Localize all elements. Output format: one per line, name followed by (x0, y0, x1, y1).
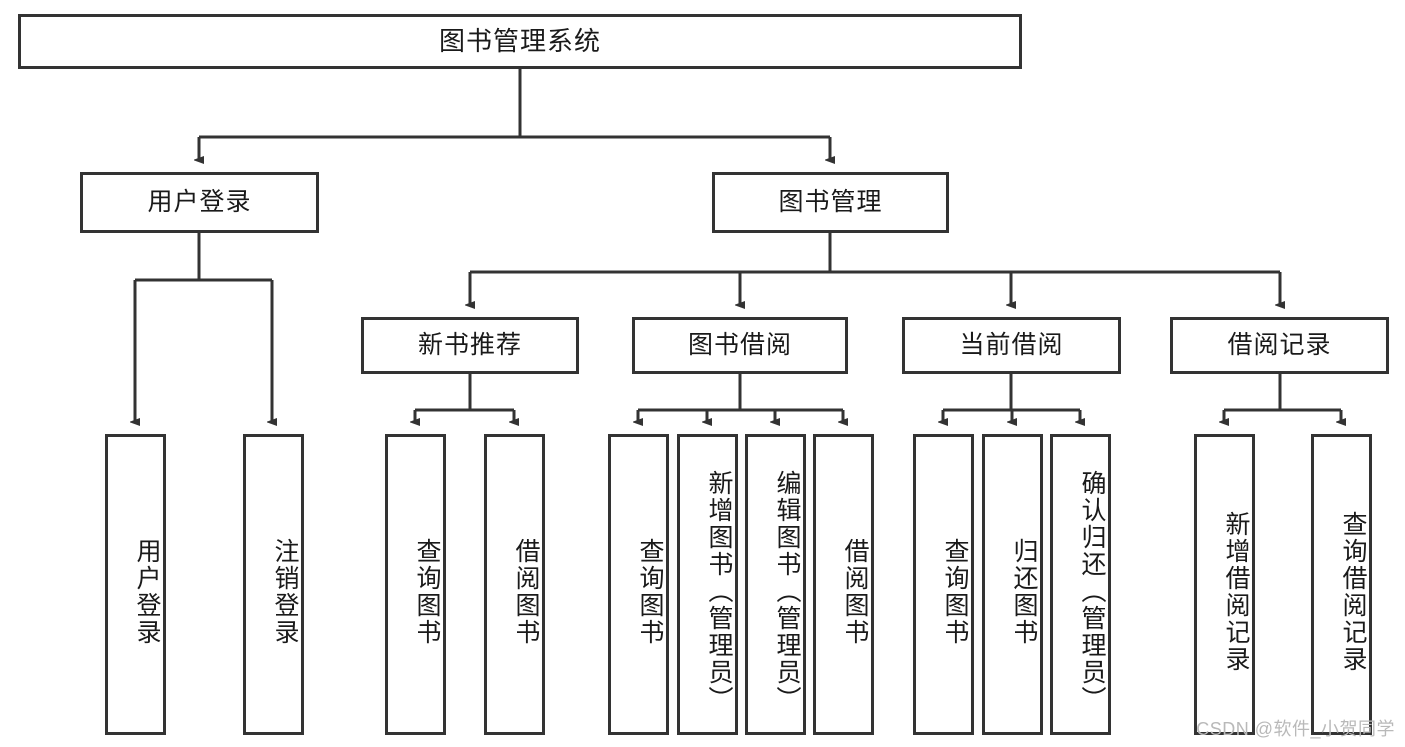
node-label: 新增借阅记录 (1222, 510, 1250, 673)
leaf-query-book-borrow[interactable]: 查询图书 (608, 434, 669, 735)
node-label: 借阅图书 (512, 537, 540, 646)
node-label: 新书推荐 (417, 330, 522, 359)
node-label: 新增图书（管理员） (705, 470, 733, 713)
node-label: 查询图书 (413, 537, 441, 646)
node-label: 借阅图书 (841, 537, 869, 646)
leaf-return-book[interactable]: 归还图书 (982, 434, 1043, 735)
node-label: 用户登录 (133, 537, 161, 646)
watermark: CSDN @软件_小贺同学 (1196, 719, 1395, 739)
leaf-add-book-admin[interactable]: 新增图书（管理员） (677, 434, 738, 735)
leaf-add-borrow-record[interactable]: 新增借阅记录 (1194, 434, 1255, 735)
node-book-borrow[interactable]: 图书借阅 (632, 317, 848, 374)
node-new-book-recommend[interactable]: 新书推荐 (361, 317, 579, 374)
node-label: 查询借阅记录 (1339, 510, 1367, 673)
node-user-login[interactable]: 用户登录 (80, 172, 319, 233)
leaf-borrow-book-recommend[interactable]: 借阅图书 (484, 434, 545, 735)
node-label: 图书管理系统 (438, 25, 601, 56)
node-label: 图书管理 (778, 187, 883, 216)
node-label: 编辑图书（管理员） (773, 470, 801, 713)
node-label: 借阅记录 (1227, 330, 1332, 359)
node-label: 归还图书 (1010, 537, 1038, 646)
node-label: 注销登录 (271, 537, 299, 646)
node-current-borrow[interactable]: 当前借阅 (902, 317, 1121, 374)
leaf-query-book-current[interactable]: 查询图书 (913, 434, 974, 735)
node-label: 用户登录 (147, 187, 252, 216)
leaf-user-login[interactable]: 用户登录 (105, 434, 166, 735)
node-label: 查询图书 (636, 537, 664, 646)
node-label: 当前借阅 (959, 330, 1064, 359)
leaf-edit-book-admin[interactable]: 编辑图书（管理员） (745, 434, 806, 735)
leaf-borrow-book[interactable]: 借阅图书 (813, 434, 874, 735)
leaf-query-borrow-record[interactable]: 查询借阅记录 (1311, 434, 1372, 735)
leaf-confirm-return-admin[interactable]: 确认归还（管理员） (1050, 434, 1111, 735)
node-root-book-management-system[interactable]: 图书管理系统 (18, 14, 1022, 69)
node-label: 图书借阅 (687, 330, 792, 359)
leaf-user-logout[interactable]: 注销登录 (243, 434, 304, 735)
node-borrow-record[interactable]: 借阅记录 (1170, 317, 1389, 374)
leaf-query-book-recommend[interactable]: 查询图书 (385, 434, 446, 735)
node-book-management[interactable]: 图书管理 (712, 172, 949, 233)
node-label: 确认归还（管理员） (1078, 470, 1106, 713)
node-label: 查询图书 (941, 537, 969, 646)
